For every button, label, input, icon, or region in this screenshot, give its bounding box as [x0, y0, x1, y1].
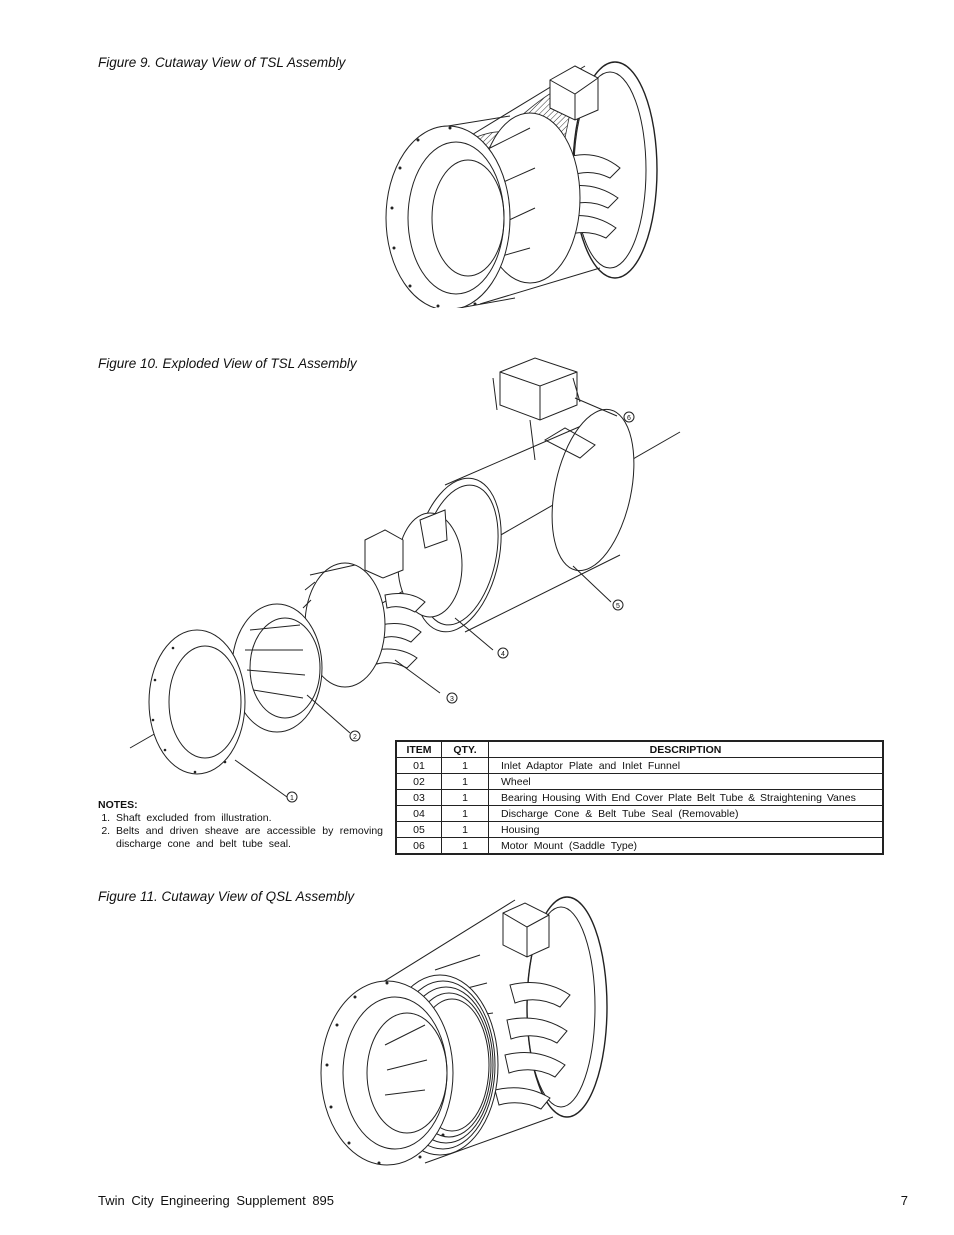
description-cell: Wheel	[488, 773, 884, 790]
table-row: 06 1 Motor Mount (Saddle Type)	[395, 837, 884, 855]
item-cell: 06	[395, 837, 442, 855]
notes-block: NOTES: Shaft excluded from illustration.…	[98, 799, 383, 851]
note-item: Shaft excluded from illustration.	[116, 812, 383, 825]
figure-10-exploded-tsl-illustration: 6 5 4 3 2 1	[125, 350, 685, 810]
table-row: 05 1 Housing	[395, 821, 884, 838]
description-cell: Inlet Adaptor Plate and Inlet Funnel	[488, 757, 884, 774]
description-cell: Motor Mount (Saddle Type)	[488, 837, 884, 855]
table-row: 04 1 Discharge Cone & Belt Tube Seal (Re…	[395, 805, 884, 822]
qty-cell: 1	[441, 789, 489, 806]
table-row: 02 1 Wheel	[395, 773, 884, 790]
description-cell: Bearing Housing With End Cover Plate Bel…	[488, 789, 884, 806]
qty-cell: 1	[441, 773, 489, 790]
item-cell: 02	[395, 773, 442, 790]
qty-cell: 1	[441, 805, 489, 822]
callout-2: 2	[353, 734, 357, 741]
qty-cell: 1	[441, 757, 489, 774]
qty-cell: 1	[441, 837, 489, 855]
footer-document-title: Twin City Engineering Supplement 895	[98, 1193, 335, 1208]
notes-list: Shaft excluded from illustration. Belts …	[98, 812, 383, 851]
note-item: Belts and driven sheave are accessible b…	[116, 825, 383, 851]
parts-table-header-row: ITEM QTY. DESCRIPTION	[395, 740, 884, 758]
figure-11-cutaway-qsl-illustration	[315, 895, 615, 1170]
callout-4: 4	[501, 651, 505, 658]
column-header-description: DESCRIPTION	[488, 740, 884, 758]
item-cell: 01	[395, 757, 442, 774]
footer-page-number: 7	[900, 1193, 908, 1208]
notes-heading: NOTES:	[98, 799, 138, 811]
callout-6: 6	[627, 415, 631, 422]
figure-10-caption: Figure 10. Exploded View of TSL Assembly	[98, 356, 357, 371]
table-row: 01 1 Inlet Adaptor Plate and Inlet Funne…	[395, 757, 884, 774]
callout-5: 5	[616, 603, 620, 610]
qty-cell: 1	[441, 821, 489, 838]
column-header-item: ITEM	[395, 740, 442, 758]
callout-3: 3	[450, 696, 454, 703]
item-cell: 04	[395, 805, 442, 822]
figure-9-cutaway-tsl-illustration	[380, 58, 670, 308]
parts-table: ITEM QTY. DESCRIPTION 01 1 Inlet Adaptor…	[395, 740, 884, 855]
callout-1: 1	[290, 795, 294, 802]
table-row: 03 1 Bearing Housing With End Cover Plat…	[395, 789, 884, 806]
description-cell: Housing	[488, 821, 884, 838]
description-cell: Discharge Cone & Belt Tube Seal (Removab…	[488, 805, 884, 822]
column-header-qty: QTY.	[441, 740, 489, 758]
item-cell: 05	[395, 821, 442, 838]
item-cell: 03	[395, 789, 442, 806]
figure-11-caption: Figure 11. Cutaway View of QSL Assembly	[98, 889, 355, 904]
figure-9-caption: Figure 9. Cutaway View of TSL Assembly	[98, 55, 346, 70]
